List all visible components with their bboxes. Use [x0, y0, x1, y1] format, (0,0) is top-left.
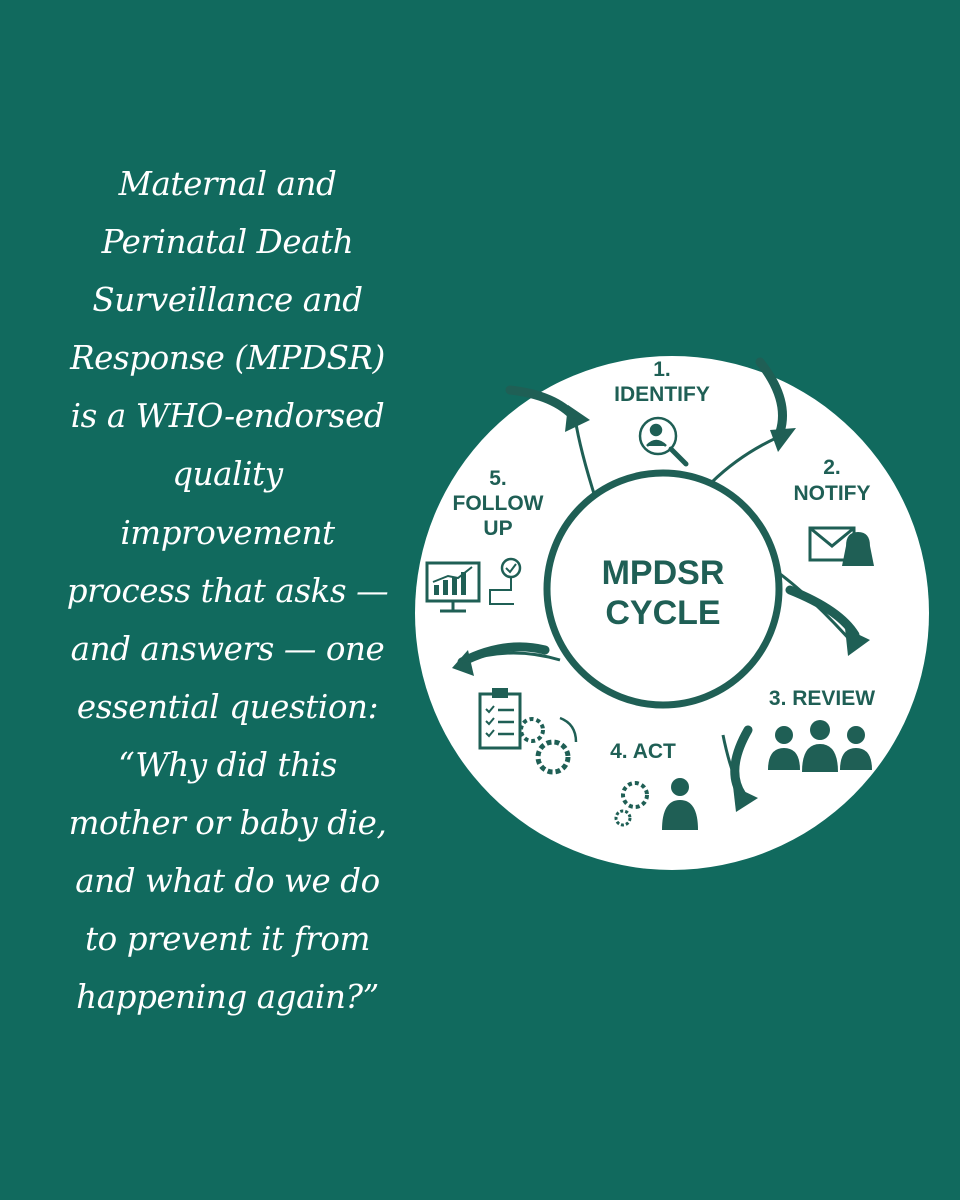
text-line: happening again?” — [76, 978, 379, 1017]
text-line: to prevent it from — [85, 920, 370, 959]
stage-label: NOTIFY — [794, 482, 871, 505]
text-line: and what do we do — [75, 862, 380, 901]
stage-label: FOLLOW — [453, 492, 544, 515]
text-line: Maternal and — [118, 165, 337, 203]
description-text: Maternal and Perinatal Death Surveillanc… — [40, 155, 415, 1026]
magnifier-mother-icon — [638, 416, 689, 467]
arrowhead-icon — [845, 628, 870, 656]
stage-follow-up: 5. FOLLOW UP — [425, 467, 544, 613]
envelope-bell-icon — [808, 526, 874, 566]
text-line: is a WHO-endorsed — [70, 397, 385, 436]
text-line: improvement — [120, 513, 335, 552]
text-line: Perinatal Death — [101, 223, 354, 262]
arrowhead-icon — [565, 405, 590, 432]
stage-act: 4. ACT — [610, 740, 698, 830]
text-line: Response (MPDSR) — [70, 339, 385, 378]
stage-label: 4. ACT — [610, 740, 676, 763]
stage-label: 3. REVIEW — [769, 687, 875, 710]
text-line: process that asks — — [66, 571, 389, 610]
center-title: MPDSR — [602, 554, 725, 592]
stage-identify: 1. IDENTIFY — [614, 358, 710, 467]
text-line: mother or baby die, — [68, 804, 387, 843]
stage-number: 5. — [489, 467, 507, 490]
text-line: essential question: — [76, 687, 379, 726]
medical-team-icon — [768, 720, 872, 772]
arrow-2-to-3 — [785, 585, 860, 640]
stage-number: 1. — [653, 358, 671, 381]
stage-number: 2. — [823, 456, 841, 479]
stage-review: 3. REVIEW — [768, 687, 875, 772]
arrowhead-icon — [770, 428, 796, 452]
text-line: Surveillance and — [92, 281, 363, 320]
center-subtitle: CYCLE — [605, 594, 720, 632]
text-line: quality — [172, 455, 283, 494]
arrow-heads — [452, 405, 870, 812]
center-circle — [543, 469, 783, 709]
text-line: and answers — one — [70, 629, 385, 668]
segment-dividers — [461, 417, 852, 796]
stage-notify: 2. NOTIFY — [794, 456, 874, 566]
clipboard-gears-icon — [478, 688, 578, 775]
text-line: “Why did this — [118, 745, 337, 784]
stage-label-line2: UP — [483, 517, 512, 540]
stage-label: IDENTIFY — [614, 383, 710, 406]
monitor-chart-icon — [425, 557, 522, 613]
gears-nurse-icon — [614, 778, 698, 830]
arrow-1-to-2 — [755, 357, 787, 437]
